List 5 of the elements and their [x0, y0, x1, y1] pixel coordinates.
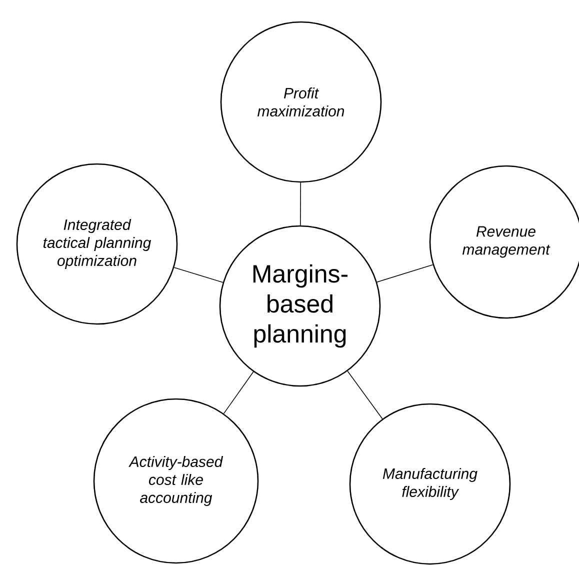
connector-line	[300, 182, 301, 226]
connector-line	[376, 264, 434, 282]
connector-line	[223, 371, 254, 414]
connector-line	[174, 267, 224, 283]
connector-line	[347, 370, 383, 420]
